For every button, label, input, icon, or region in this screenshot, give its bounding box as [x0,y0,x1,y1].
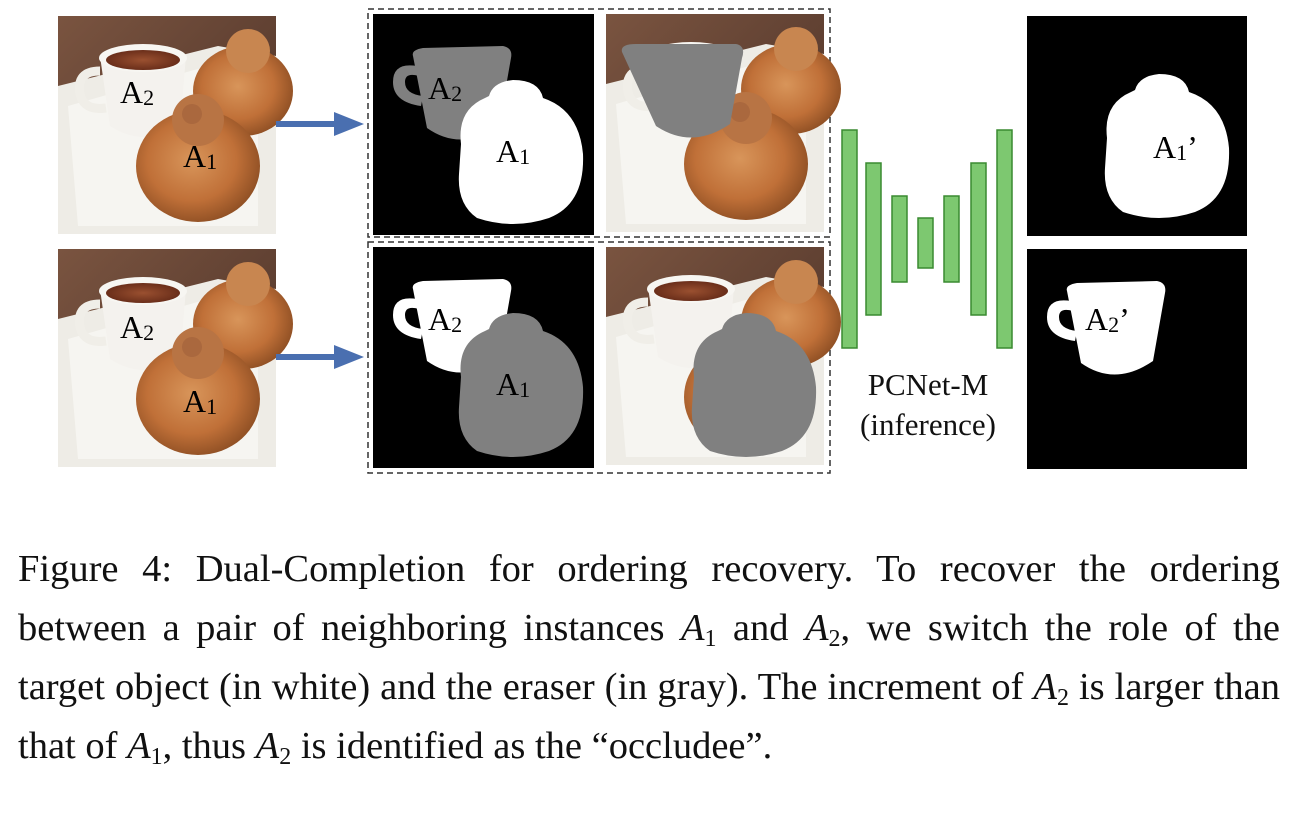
label-a1-photo-bottom: A1 [183,383,217,419]
label-a1-mask-top: A1 [496,133,530,169]
caption-text-3: is larger than that of [18,666,1280,767]
input-photo-bottom [58,249,293,467]
caption-sub: 2 [828,626,841,652]
caption-var: A [804,607,829,649]
network-icon [841,129,1013,349]
caption-sub: 1 [150,744,163,770]
label-a2-photo-top: A2 [120,74,154,110]
label-a2-mask-bottom: A2 [428,301,462,337]
erased-photo-bottom [606,247,841,465]
label-a1-output: A1’ [1153,129,1198,165]
network-mode: (inference) [860,407,996,442]
label-a1-mask-bottom: A1 [496,366,530,402]
caption-var: A [680,607,705,649]
input-photo-top [58,16,293,234]
erased-photo-top [606,14,841,232]
caption-text-4: , thus [162,725,247,767]
caption-figure-number: Figure 4: [18,548,173,590]
network-name: PCNet-M [867,367,989,402]
caption-var: A [255,725,280,767]
caption-var: A [1033,666,1057,708]
caption-text-5: is identified as the “occludee”. [300,725,773,767]
label-a2-output: A2’ [1085,301,1130,337]
caption-var: A [127,725,151,767]
arrow-icon [276,345,364,369]
caption-text-1: To recover the ordering between a pair o… [18,548,1281,649]
mask-bottom [373,247,594,468]
figure: A2 A1 A2 A1 A2 A1 A2 A1 [0,8,1247,474]
caption-sub: 2 [279,744,292,770]
output-mask-a1 [1027,16,1247,236]
label-a1-photo-top: A1 [183,138,217,174]
dashed-group-bottom [367,241,831,474]
dashed-group-top [367,8,831,238]
network-label: PCNet-M (inference) [838,365,1018,445]
figure-caption: Figure 4: Dual-Completion for ordering r… [18,540,1280,776]
caption-title: Dual-Completion for ordering recovery. [195,548,854,590]
label-a2-photo-bottom: A2 [120,309,154,345]
mask-top [373,14,594,235]
arrow-icon [276,112,364,136]
caption-sub: 1 [704,626,717,652]
figure-graphic: A2 A1 A2 A1 A2 A1 A2 A1 [0,8,1247,474]
caption-sub: 2 [1056,685,1069,711]
caption-text-2: , we switch the role of the target objec… [18,607,1281,708]
label-a2-mask-top: A2 [428,70,462,106]
output-mask-a2 [1027,249,1247,469]
caption-and: and [732,607,789,649]
